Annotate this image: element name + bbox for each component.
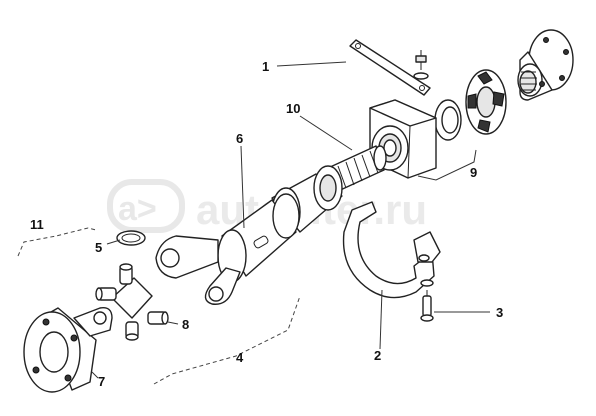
part-seal-ring: [434, 99, 462, 141]
group-bracket-9: [417, 149, 477, 181]
callout-11: 11: [30, 217, 44, 232]
callout-5: 5: [95, 240, 102, 255]
part-snap-ring: [116, 230, 146, 246]
callout-6: 6: [236, 131, 243, 146]
part-propeller-tube-yoke: [155, 193, 300, 305]
callout-2: 2: [374, 348, 381, 363]
part-bracket-bolt: [420, 279, 434, 322]
group-bracket-11: [17, 227, 97, 257]
callout-3: 3: [496, 305, 503, 320]
leader-lines: [91, 61, 490, 379]
callout-1: 1: [262, 59, 269, 74]
part-end-flange-yoke: [23, 307, 113, 393]
part-support-bracket: [342, 201, 441, 299]
part-output-flange: [517, 29, 574, 101]
watermark-badge-glyph: a>: [118, 190, 157, 228]
callout-9: 9: [470, 165, 477, 180]
callout-8: 8: [182, 317, 189, 332]
callout-4: 4: [236, 350, 244, 365]
part-mounting-strap: [349, 39, 431, 96]
part-strap-bolt: [413, 50, 429, 80]
group-bracket-4: [153, 295, 301, 385]
part-insulator-disk: [465, 69, 507, 135]
part-universal-joint-cross: [95, 263, 169, 341]
callout-labels: 1 2 3 4 5 6 7 8 9 10 11: [30, 59, 503, 389]
callout-10: 10: [286, 101, 300, 116]
callout-7: 7: [98, 374, 105, 389]
watermark-badge: [107, 179, 185, 233]
